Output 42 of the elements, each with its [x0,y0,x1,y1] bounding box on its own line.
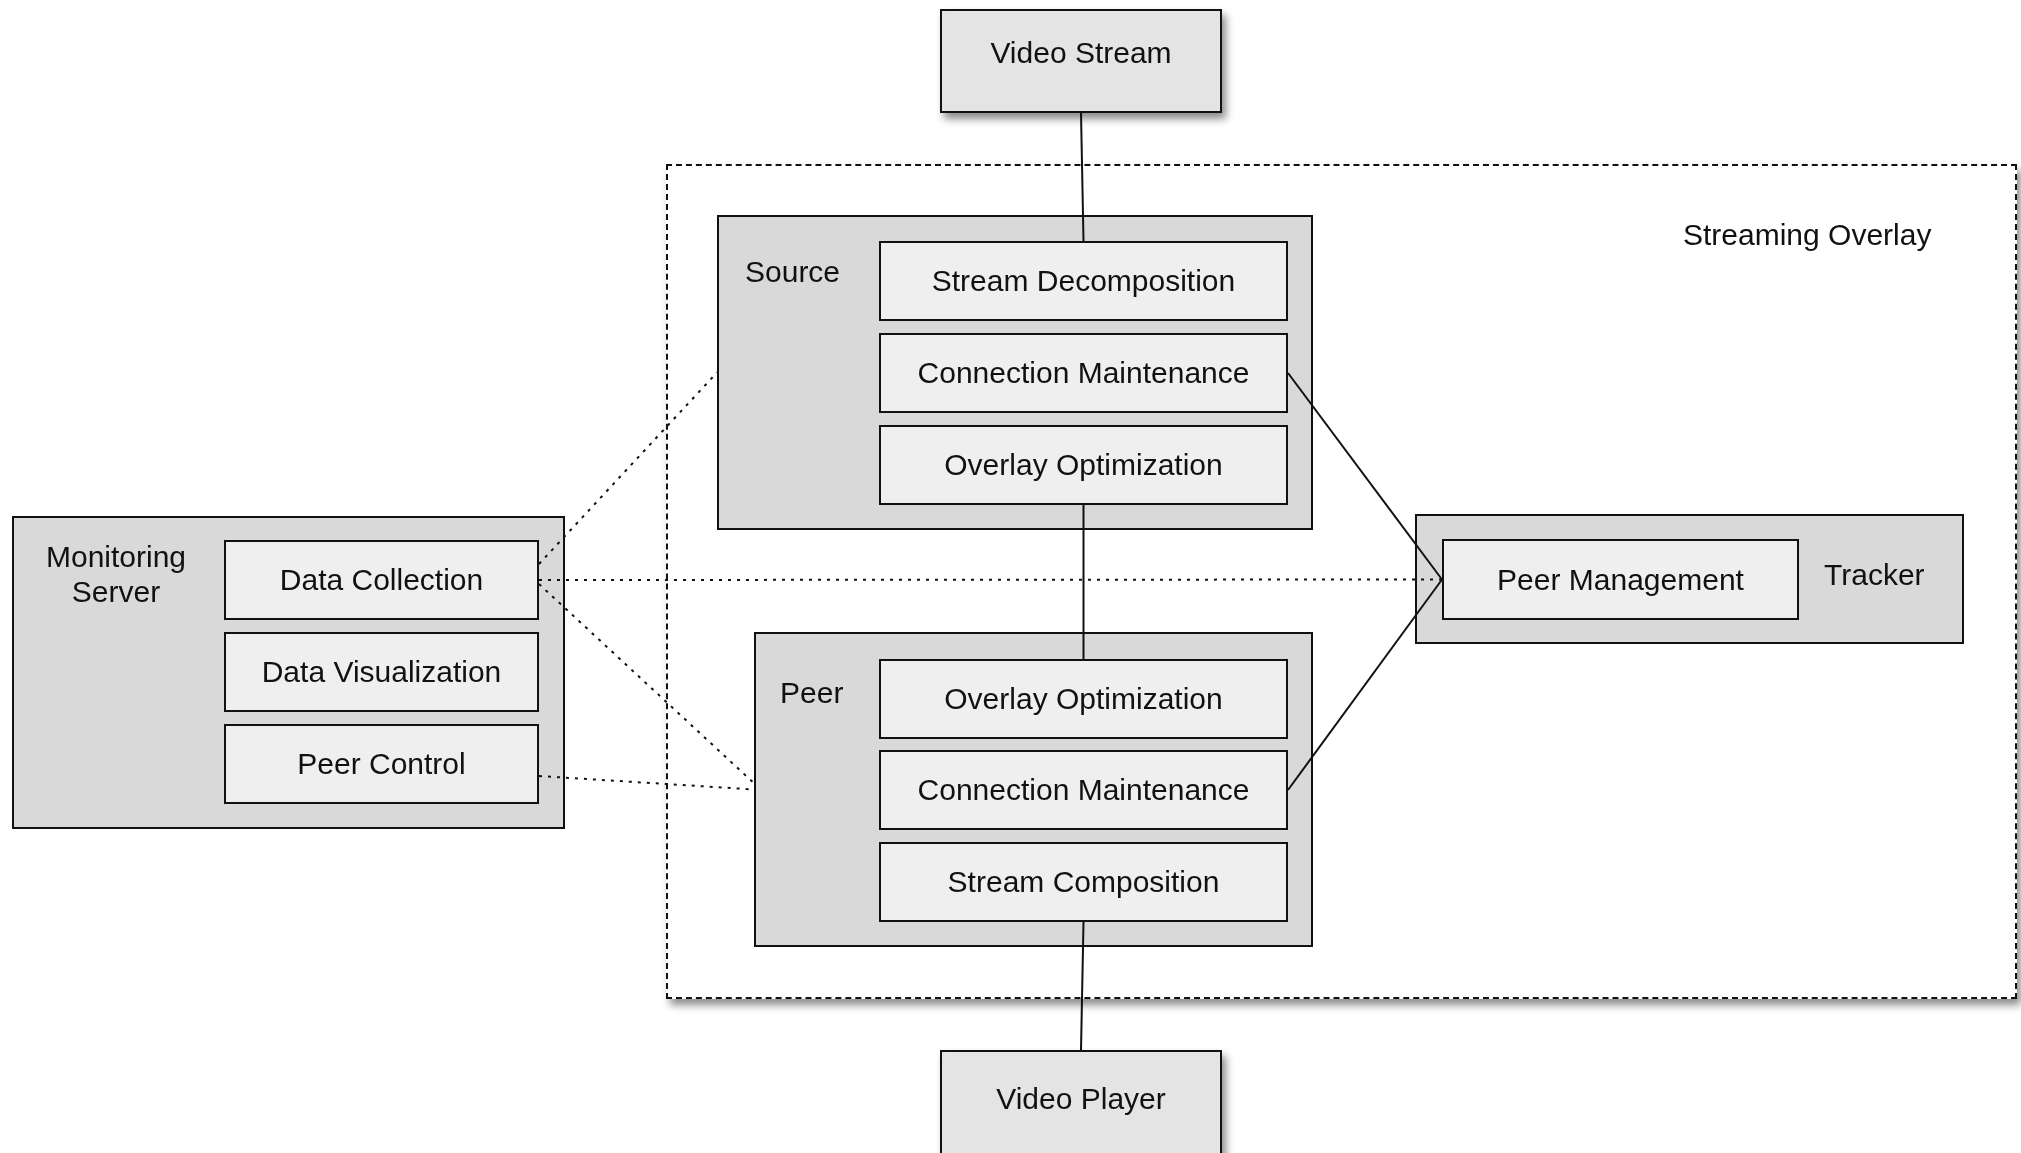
overlay-region [666,164,2017,999]
component-box [940,9,1222,113]
group-label: Monitoring Server [44,540,188,609]
dotted-connector [538,578,1443,581]
component-box [717,215,1313,530]
dotted-connector [538,583,755,785]
module-box [879,842,1288,922]
box-label: Peer Management [1497,562,1744,597]
module-box [1442,539,1799,620]
connector-line [1080,921,1085,1051]
box-label: Overlay Optimization [944,681,1223,717]
group-label: Tracker [1824,558,1925,593]
connector-line [1080,112,1085,242]
group-label: Source [745,255,841,290]
module-box [879,333,1288,413]
connector-line [1287,372,1443,581]
module-box [224,540,539,620]
dotted-connector [538,371,718,565]
box-label: Peer Control [297,746,466,782]
component-box [940,1050,1222,1153]
connector-line [1287,578,1443,791]
box-label: Overlay Optimization [944,447,1223,483]
box-label: Stream Decomposition [931,263,1236,299]
box-label: Data Collection [279,562,484,598]
module-box [879,659,1288,739]
component-box [12,516,565,829]
group-label: Streaming Overlay [1683,218,1932,253]
connector-line [1082,504,1085,660]
module-box [224,632,539,712]
component-box [754,632,1313,947]
module-box [224,724,539,804]
module-box [879,750,1288,830]
module-box [879,241,1288,321]
module-box [879,425,1288,505]
box-label: Video Player [996,1081,1166,1116]
box-label: Data Visualization [261,654,502,690]
group-label: Peer [780,676,844,711]
component-box [1415,514,1964,644]
box-label: Video Stream [990,35,1172,71]
box-label: Connection Maintenance [917,772,1250,808]
box-label: Stream Composition [947,864,1220,900]
box-label: Connection Maintenance [917,355,1250,391]
